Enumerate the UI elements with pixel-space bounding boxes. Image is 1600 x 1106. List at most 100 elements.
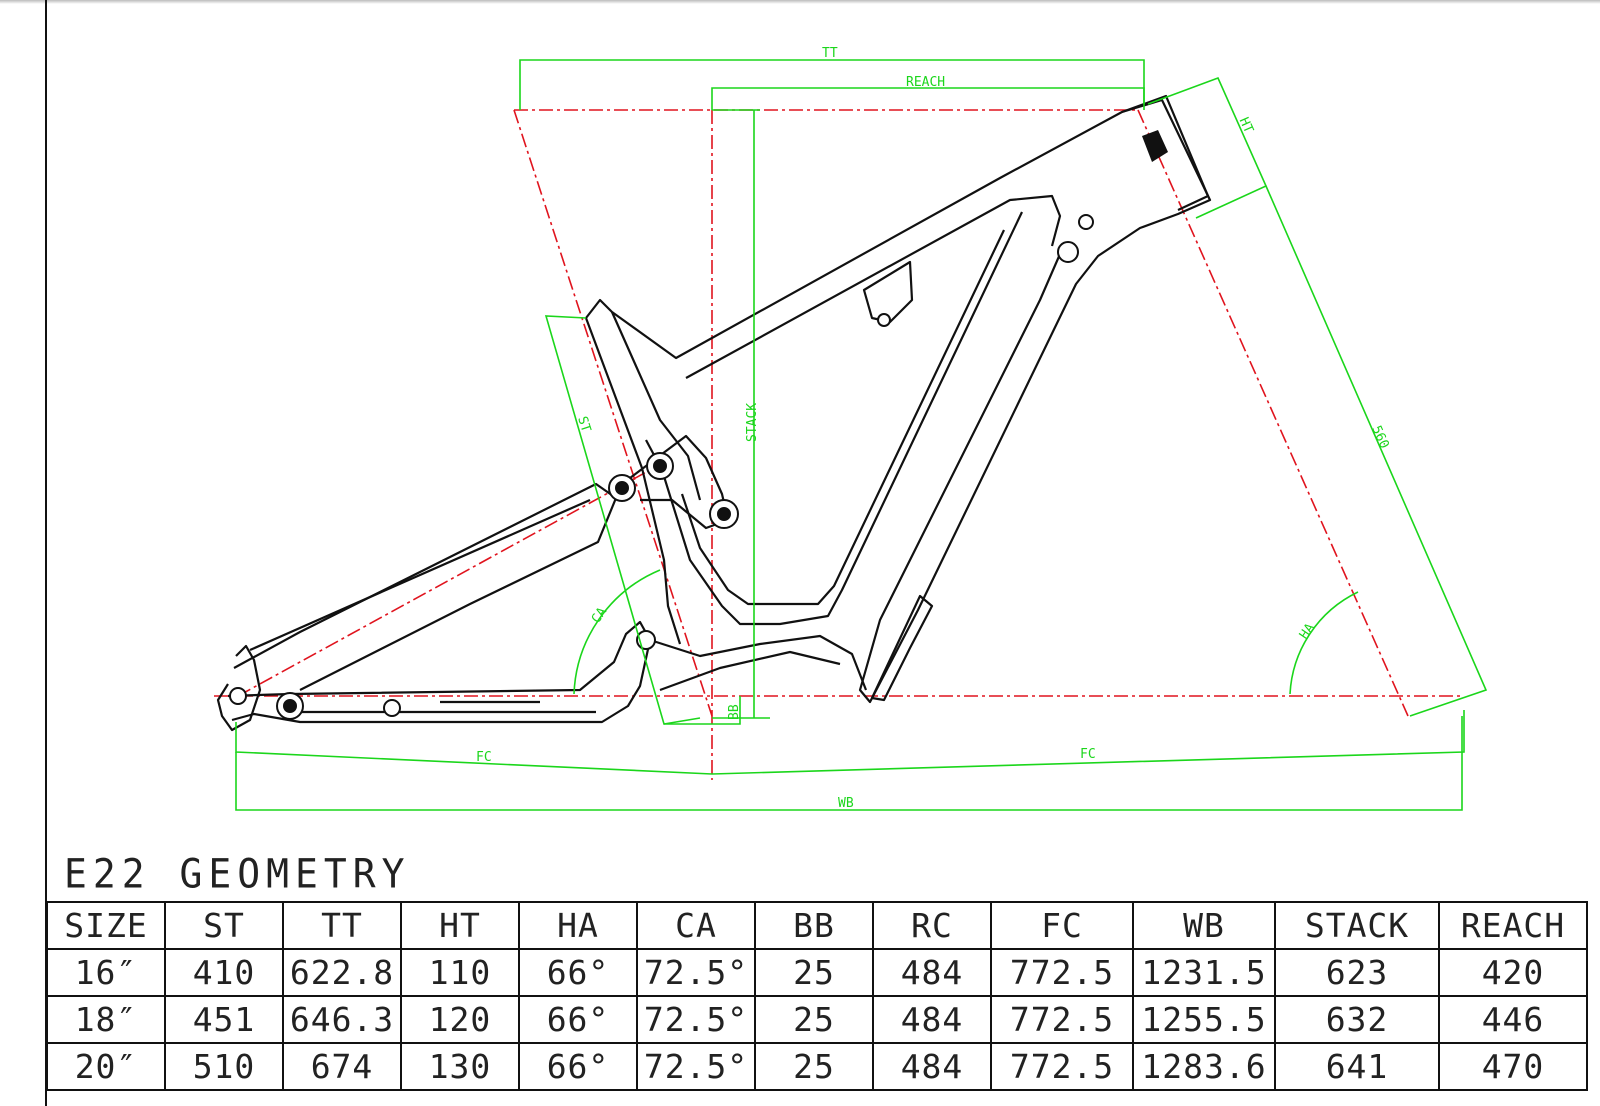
- geometry-title: E22 GEOMETRY: [64, 850, 411, 898]
- cell-reach: 470: [1438, 1042, 1588, 1091]
- seat-tube: [584, 311, 702, 645]
- cell-stack: 632: [1274, 995, 1440, 1044]
- cell-stack: 623: [1274, 948, 1440, 997]
- label-stack: STACK: [745, 403, 760, 442]
- gusset: [862, 260, 914, 324]
- pivots: [229, 214, 1094, 720]
- cell-st: 510: [164, 1042, 284, 1091]
- ca-arc: [573, 569, 661, 695]
- cell-ca: 72.5°: [636, 1042, 756, 1091]
- table-body: 16″ 410 622.8 110 66° 72.5° 25 484 772.5…: [46, 948, 1588, 1091]
- seatstay-centerline: [237, 469, 651, 697]
- top-tube-inner: [685, 194, 1062, 379]
- cell-reach: 446: [1438, 995, 1588, 1044]
- header-rc: RC: [872, 901, 992, 950]
- table-row: 18″ 451 646.3 120 66° 72.5° 25 484 772.5…: [46, 995, 1588, 1044]
- frame-geometry-drawing: TT REACH HT STACK ST 560 CA HA BB FC FC …: [214, 46, 1488, 811]
- dimension-labels: TT REACH HT STACK ST 560 CA HA BB FC FC …: [476, 46, 1392, 811]
- cell-rc: 484: [872, 948, 992, 997]
- ht-dimension: [1147, 76, 1268, 219]
- label-bb: BB: [727, 704, 742, 720]
- cell-ca: 72.5°: [636, 995, 756, 1044]
- frame-outline: [216, 94, 1212, 732]
- cell-size: 18″: [46, 995, 166, 1044]
- label-wb: WB: [838, 796, 854, 811]
- label-ht: HT: [1236, 115, 1256, 136]
- cell-rc: 484: [872, 1042, 992, 1091]
- fc-rear-dimension: [235, 722, 713, 775]
- bb-dimension: [664, 696, 741, 725]
- cell-ht: 120: [400, 995, 520, 1044]
- cell-ht: 130: [400, 1042, 520, 1091]
- cell-ht: 110: [400, 948, 520, 997]
- cell-stack: 641: [1274, 1042, 1440, 1091]
- label-fc-rear: FC: [476, 750, 492, 765]
- derailleur-bolt: [383, 699, 401, 717]
- cell-ha: 66°: [518, 1042, 638, 1091]
- header-row: SIZE ST TT HT HA CA BB RC FC WB STACK RE…: [46, 901, 1588, 950]
- header-ht: HT: [400, 901, 520, 950]
- header-fc: FC: [990, 901, 1134, 950]
- table-header: SIZE ST TT HT HA CA BB RC FC WB STACK RE…: [46, 901, 1588, 950]
- gusset-bolt: [877, 313, 891, 327]
- cell-wb: 1255.5: [1132, 995, 1276, 1044]
- shock-mount-core: [717, 507, 731, 521]
- cell-tt: 622.8: [282, 948, 402, 997]
- label-reach: REACH: [906, 75, 945, 90]
- header-wb: WB: [1132, 901, 1276, 950]
- chainstay-detail: [290, 700, 596, 714]
- cell-size: 16″: [46, 948, 166, 997]
- label-ca: CA: [589, 605, 610, 627]
- cell-tt: 646.3: [282, 995, 402, 1044]
- rear-axle: [229, 687, 247, 705]
- fc-front-dimension: [711, 710, 1465, 775]
- header-bb: BB: [754, 901, 874, 950]
- label-ha: HA: [1297, 621, 1318, 643]
- cell-wb: 1283.6: [1132, 1042, 1276, 1091]
- bb-shell: [649, 634, 868, 692]
- st-dimension: [544, 315, 701, 725]
- dropout: [216, 644, 262, 732]
- centerlines: [214, 109, 1462, 780]
- cell-ha: 66°: [518, 948, 638, 997]
- cell-wb: 1231.5: [1132, 948, 1276, 997]
- cell-fc: 772.5: [990, 948, 1134, 997]
- header-stack: STACK: [1274, 901, 1440, 950]
- cable-port: [1078, 214, 1094, 230]
- table-row: 20″ 510 674 130 66° 72.5° 25 484 772.5 1…: [46, 1042, 1588, 1091]
- rocker-pivot-core: [653, 459, 667, 473]
- wb-dimension: [235, 716, 1463, 811]
- main-pivot-core: [615, 481, 629, 495]
- chainstay-pivot-core: [283, 699, 297, 713]
- cell-ha: 66°: [518, 995, 638, 1044]
- label-fc-front: FC: [1080, 747, 1096, 762]
- header-st: ST: [164, 901, 284, 950]
- cell-st: 410: [164, 948, 284, 997]
- down-tube-outer: [645, 211, 1023, 626]
- geometry-table: SIZE ST TT HT HA CA BB RC FC WB STACK RE…: [46, 901, 1588, 1091]
- cell-st: 451: [164, 995, 284, 1044]
- seat-tube-centerline: [513, 109, 713, 717]
- label-st: ST: [574, 415, 593, 435]
- label-fork-length: 560: [1368, 424, 1391, 452]
- ha-arc: [1289, 591, 1359, 695]
- cell-rc: 484: [872, 995, 992, 1044]
- cell-bb: 25: [754, 1042, 874, 1091]
- down-tube-inner: [680, 229, 1005, 606]
- cell-reach: 420: [1438, 948, 1588, 997]
- label-tt: TT: [822, 46, 838, 61]
- fork-dimension: [1265, 185, 1488, 717]
- header-size: SIZE: [46, 901, 166, 950]
- header-tt: TT: [282, 901, 402, 950]
- dimension-lines: [235, 59, 1488, 811]
- header-reach: REACH: [1438, 901, 1588, 950]
- motor-mount: [870, 594, 934, 702]
- sheet-border-left: [45, 0, 47, 1106]
- tt-dimension: [519, 59, 1145, 110]
- bottle-boss: [1057, 241, 1079, 263]
- cell-size: 20″: [46, 1042, 166, 1091]
- cell-fc: 772.5: [990, 1042, 1134, 1091]
- header-ha: HA: [518, 901, 638, 950]
- header-ca: CA: [636, 901, 756, 950]
